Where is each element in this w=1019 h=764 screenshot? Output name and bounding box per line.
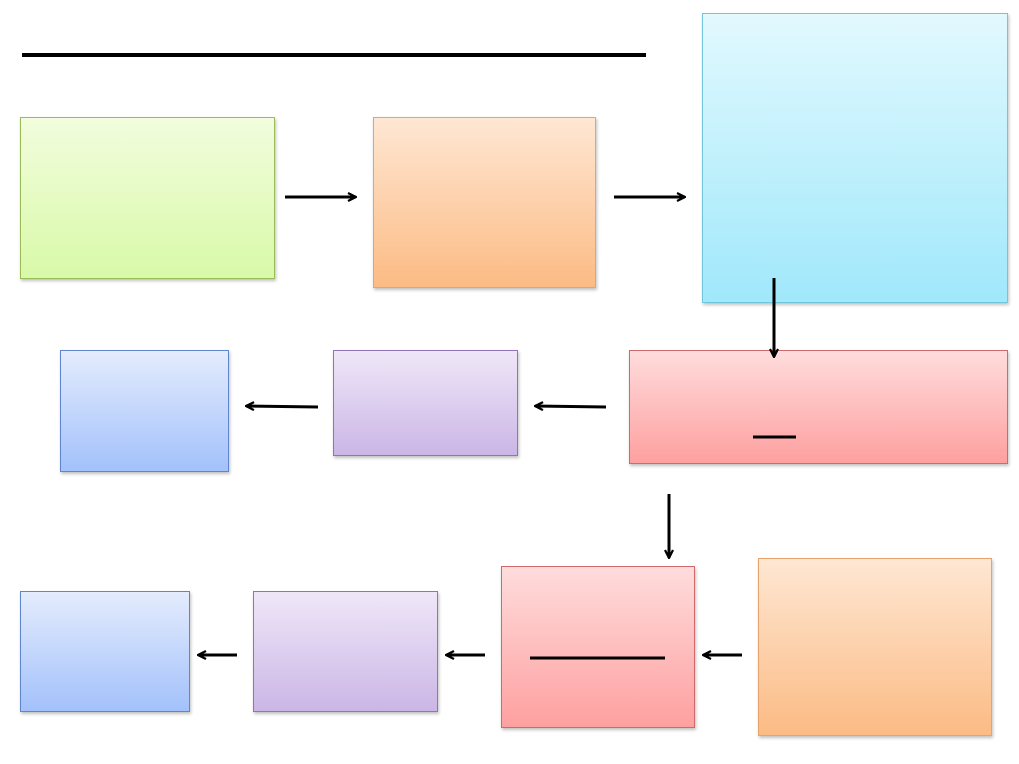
- arrow-node4-to-node5: [535, 406, 607, 407]
- node-3-cyan-box: [702, 13, 1008, 303]
- node-1-green-box: [20, 117, 275, 279]
- node-8-red-box: [501, 566, 695, 728]
- node-10-blue-box: [20, 591, 190, 712]
- node-6-blue-box: [60, 350, 229, 472]
- node-9-purple-box: [253, 591, 438, 712]
- node-4-red-box: [629, 350, 1008, 464]
- node-5-purple-box: [333, 350, 518, 456]
- node-7-orange-box: [758, 558, 992, 736]
- node-2-orange-box: [373, 117, 596, 288]
- arrow-node5-to-node6: [246, 406, 319, 407]
